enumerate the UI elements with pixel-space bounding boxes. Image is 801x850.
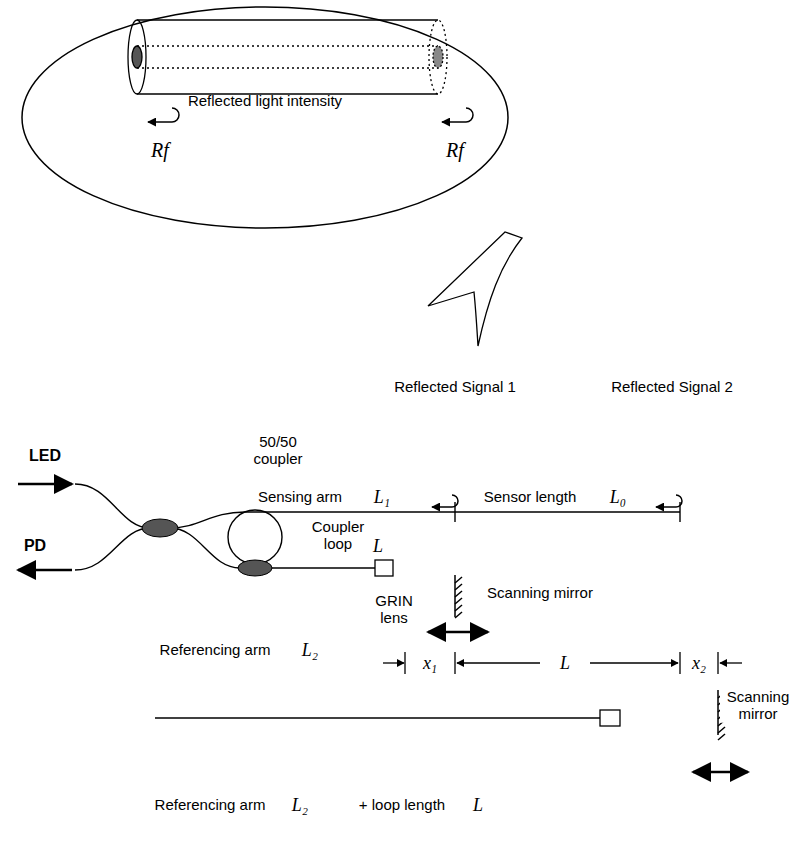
- sensor-end-mark: [454, 502, 455, 522]
- light-arrow: [18, 484, 72, 570]
- mirror-label: Scanning mirror: [720, 688, 796, 723]
- optical-fiber: [270, 567, 375, 568]
- signal-label: Reflected Signal 2: [609, 378, 735, 395]
- scan-direction-arrow: [428, 631, 452, 634]
- mirror-label: Scanning mirror: [485, 584, 595, 601]
- signal-label: Reflected Signal 1: [392, 378, 518, 395]
- sensor-label: Sensor length: [482, 488, 579, 505]
- mirror-hatch: [455, 612, 462, 618]
- dimension-line: [590, 662, 678, 663]
- sensor-tube: [132, 46, 142, 68]
- fiber-coupler: [238, 560, 272, 576]
- caption-text: Reflected light intensity: [188, 92, 342, 109]
- ellipse-outline: [20, 5, 510, 230]
- optical-fiber: [228, 510, 282, 564]
- scan-direction-arrow: [693, 771, 720, 774]
- reflection-arrow: [676, 495, 682, 507]
- scan-direction-arrow: [720, 771, 748, 774]
- grin-lens: [375, 560, 620, 726]
- coupler-label: 50/50 coupler: [245, 433, 311, 468]
- dimension-line: [383, 662, 404, 663]
- reflectance-symbol: Rf: [446, 139, 464, 162]
- length-symbol: L₂: [290, 795, 310, 816]
- sensor-tube: [429, 20, 447, 94]
- sensor-tube: [137, 45, 438, 46]
- sensor-tube: [128, 20, 447, 94]
- dimension-label: L: [558, 653, 572, 674]
- loop-label: Coupler loop: [304, 518, 372, 553]
- reflection-arrow: [148, 108, 682, 507]
- mirror-hatch: [455, 605, 462, 611]
- dimension-line: [679, 652, 680, 674]
- reflection-arrow: [442, 121, 466, 123]
- reflectance-symbol: Rf: [151, 139, 169, 162]
- mirror-hatch: [455, 584, 462, 590]
- dimension-label: x₁: [421, 653, 439, 674]
- length-symbol: L₂: [300, 640, 320, 661]
- grin-lens: [375, 560, 393, 576]
- sensor-end-mark: [679, 502, 680, 522]
- sensor-tube: [433, 46, 443, 68]
- fiber-coupler: [142, 519, 178, 537]
- sensor-tube: [137, 19, 438, 20]
- optical-fiber: [75, 484, 150, 528]
- mirror-hatch: [718, 734, 725, 740]
- dimension-line: [720, 662, 742, 663]
- scanning-mirror: [455, 575, 725, 740]
- arm-label: Referencing arm: [158, 641, 273, 658]
- dimension-label: x₂: [690, 653, 708, 674]
- reflection-arrow: [656, 506, 676, 508]
- loop-label: + loop length: [357, 796, 447, 813]
- sensor-tube: [137, 67, 438, 68]
- mirror-hatch: [455, 577, 462, 583]
- lens-label: GRIN lens: [370, 592, 418, 627]
- light-arrow: [18, 483, 72, 486]
- optical-fiber: [75, 484, 680, 718]
- optical-fiber: [155, 717, 600, 718]
- sensor-tube: [128, 20, 146, 94]
- dimension-line: [457, 662, 540, 663]
- arm-label: Referencing arm: [153, 796, 268, 813]
- optical-fiber: [170, 512, 680, 528]
- mirror-hatch: [718, 727, 725, 733]
- fiber-coupler: [142, 519, 272, 576]
- length-symbol: L₀: [608, 487, 628, 508]
- optical-fiber: [170, 528, 240, 568]
- dimension-line: [717, 652, 718, 674]
- reflection-arrow: [432, 506, 452, 508]
- reflection-arrow: [466, 108, 473, 122]
- length-symbol: L: [371, 536, 385, 557]
- arm-label: Sensing arm: [256, 488, 344, 505]
- dimension-line: [404, 652, 405, 674]
- dimension-line: [454, 652, 455, 674]
- callout-pointer: [428, 232, 522, 346]
- dimension-line: [383, 652, 742, 674]
- mirror-hatch: [455, 591, 462, 597]
- length-symbol: L₁: [372, 487, 392, 508]
- reflection-arrow: [148, 121, 172, 123]
- callout-ellipse: Reflected light intensityRf Rf: [20, 5, 510, 230]
- scan-direction-arrow: [452, 631, 488, 634]
- ellipse-outline: [22, 7, 508, 228]
- optical-fiber: [75, 528, 150, 570]
- detector-label: PD: [22, 537, 48, 555]
- mirror-hatch: [455, 598, 462, 604]
- scan-direction-arrow: [428, 632, 748, 772]
- grin-lens: [600, 710, 620, 726]
- source-label: LED: [27, 447, 63, 465]
- length-symbol: L: [471, 795, 485, 816]
- reflection-arrow: [172, 108, 179, 122]
- light-arrow: [18, 569, 72, 572]
